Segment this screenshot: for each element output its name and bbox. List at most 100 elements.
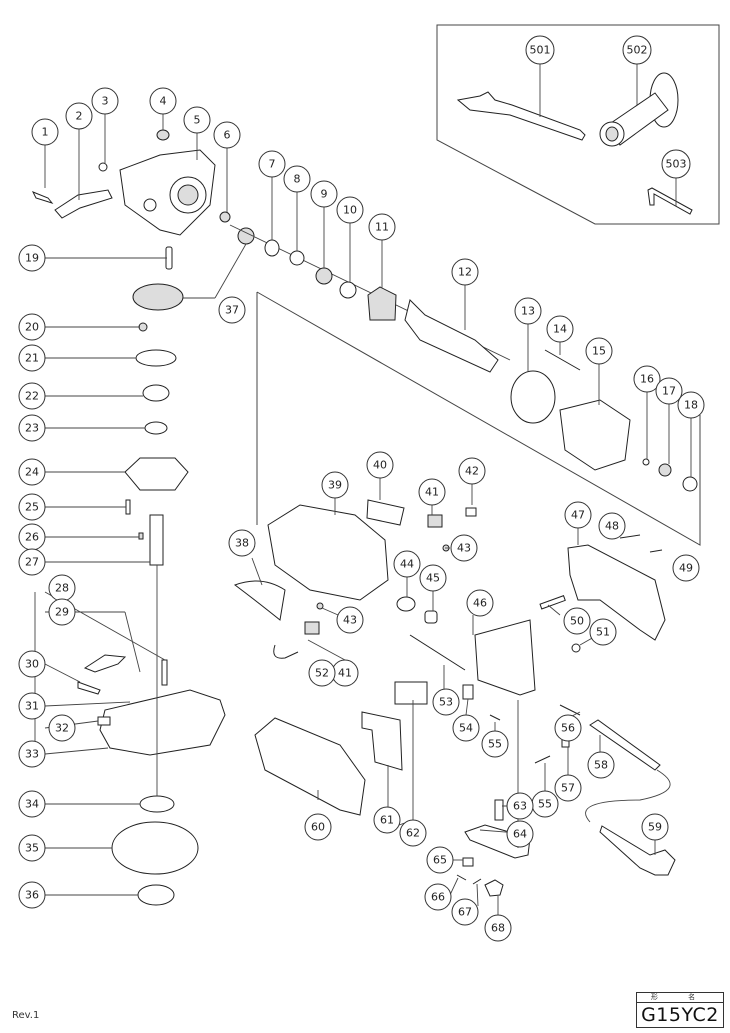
callout-number: 10 (343, 204, 357, 217)
callout-circle (458, 457, 486, 485)
callout-5: 5 (183, 106, 211, 134)
callout-61: 61 (373, 806, 401, 834)
callout-45: 45 (419, 564, 447, 592)
callout-circle (426, 846, 454, 874)
callout-30: 30 (18, 650, 46, 678)
callout-1: 1 (31, 118, 59, 146)
model-title-block: 形 名 G15YC2 (636, 992, 724, 1028)
callout-number: 13 (521, 305, 535, 318)
carbon-brush-42 (465, 507, 477, 517)
callout-number: 25 (25, 501, 39, 514)
callout-circle (48, 714, 76, 742)
callout-number: 55 (488, 738, 502, 751)
callout-8: 8 (283, 165, 311, 193)
callout-50: 50 (563, 607, 591, 635)
callout-number: 15 (592, 345, 606, 358)
callout-number: 59 (648, 821, 662, 834)
screw-20 (138, 322, 148, 332)
callout-40: 40 (366, 451, 394, 479)
callout-47: 47 (564, 501, 592, 529)
callout-26: 26 (18, 523, 46, 551)
callout-54: 54 (452, 714, 480, 742)
callout-number: 3 (102, 95, 109, 108)
callout-number: 23 (25, 422, 39, 435)
callout-number: 4 (160, 95, 167, 108)
insulation-61 (361, 711, 403, 771)
callout-circle (418, 478, 446, 506)
bearing-18 (682, 476, 698, 492)
callout-number: 35 (25, 842, 39, 855)
callout-4: 4 (149, 87, 177, 115)
callout-circle (18, 458, 46, 486)
callout-circle (308, 659, 336, 687)
callout-19: 19 (18, 244, 46, 272)
callout-circle (452, 714, 480, 742)
callout-3: 3 (91, 87, 119, 115)
callout-number: 45 (426, 572, 440, 585)
callout-number: 52 (315, 667, 329, 680)
model-number: G15YC2 (641, 1004, 719, 1026)
callout-number: 37 (225, 304, 239, 317)
callout-9: 9 (310, 180, 338, 208)
callout-number: 24 (25, 466, 39, 479)
callout-circle (587, 751, 615, 779)
callout-circle (563, 607, 591, 635)
callout-number: 34 (25, 798, 39, 811)
callout-number: 11 (375, 221, 389, 234)
screw-55-right (534, 755, 551, 764)
callout-number: 44 (400, 558, 414, 571)
callout-number: 16 (640, 373, 654, 386)
callout-number: 55 (538, 798, 552, 811)
callout-38: 38 (228, 529, 256, 557)
callout-number: 56 (561, 722, 575, 735)
callout-circle (585, 337, 613, 365)
plate-21 (135, 349, 177, 367)
callout-circle (451, 258, 479, 286)
callout-number: 39 (328, 479, 342, 492)
callout-59: 59 (641, 813, 669, 841)
seal-23 (144, 421, 168, 435)
wrench-501 (456, 91, 586, 141)
callout-number: 29 (55, 606, 69, 619)
cord-armor-58 (589, 719, 661, 771)
callout-58: 58 (587, 751, 615, 779)
callout-number: 67 (458, 906, 472, 919)
callout-60: 60 (304, 813, 332, 841)
bearing-22 (142, 384, 170, 402)
callout-circle (228, 529, 256, 557)
callout-41a: 41 (418, 478, 446, 506)
ring-44 (396, 596, 416, 612)
callout-circle (321, 471, 349, 499)
callout-502: 502 (622, 35, 652, 65)
callout-circle (18, 382, 46, 410)
callout-circle (218, 296, 246, 324)
cord-52 (273, 644, 299, 659)
model-caption: 形 名 (637, 993, 723, 1003)
callout-52: 52 (308, 659, 336, 687)
cord-wire (585, 769, 671, 823)
bevel-gear-37 (132, 283, 184, 311)
callout-32: 32 (48, 714, 76, 742)
callout-number: 41 (425, 486, 439, 499)
bushing-45 (424, 610, 438, 624)
screw-55-left (489, 714, 501, 721)
spindle-27 (149, 514, 164, 566)
side-handle-502 (599, 72, 679, 147)
callout-56: 56 (554, 714, 582, 742)
depressed-center-wheel-35 (111, 821, 199, 875)
callout-13: 13 (514, 297, 542, 325)
label-32 (97, 716, 111, 726)
callout-65: 65 (426, 846, 454, 874)
callout-number: 22 (25, 390, 39, 403)
callout-circle (514, 297, 542, 325)
callout-34: 34 (18, 790, 46, 818)
callout-number: 61 (380, 814, 394, 827)
callout-number: 27 (25, 556, 39, 569)
callout-57: 57 (554, 774, 582, 802)
callout-51: 51 (589, 618, 617, 646)
callout-circle (213, 121, 241, 149)
callout-circle (48, 598, 76, 626)
pin-28 (161, 659, 168, 686)
label-38 (233, 580, 286, 621)
callout-circle (598, 512, 626, 540)
